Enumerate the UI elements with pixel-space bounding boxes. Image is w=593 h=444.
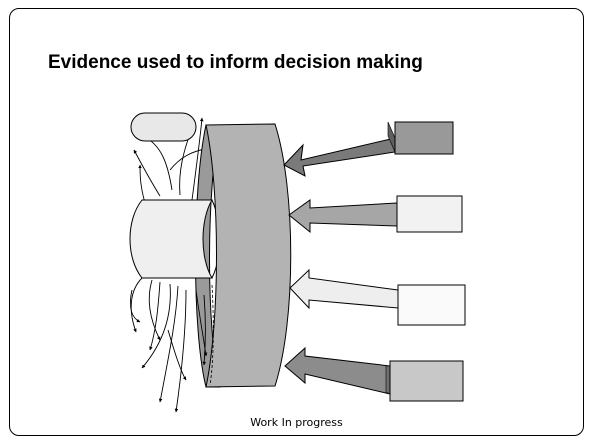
flow-line bbox=[129, 289, 141, 323]
evidence-box-4 bbox=[389, 360, 464, 402]
flow-line bbox=[141, 283, 171, 369]
lens-dashed-line bbox=[209, 284, 214, 386]
flow-line bbox=[167, 329, 187, 381]
flow-line bbox=[202, 294, 207, 366]
flow-line bbox=[191, 117, 204, 201]
evidence-box-3 bbox=[397, 284, 466, 326]
lower-flow-lines bbox=[129, 277, 208, 413]
work-in-progress-caption: Work In progress bbox=[250, 416, 343, 429]
evidence-box-1 bbox=[394, 121, 454, 155]
evidence-arrow-3 bbox=[289, 268, 399, 310]
lens-body bbox=[205, 123, 292, 388]
flow-line bbox=[174, 289, 187, 413]
evidence-box-2 bbox=[396, 195, 463, 233]
evidence-arrow-4 bbox=[284, 346, 391, 395]
evidence-arrow-1 bbox=[283, 137, 396, 177]
flow-line bbox=[142, 135, 173, 191]
flow-line bbox=[133, 149, 161, 197]
cylinder-shape bbox=[129, 199, 213, 279]
slide-border bbox=[9, 8, 584, 436]
top-pill-shape bbox=[130, 112, 197, 142]
flow-line bbox=[130, 277, 143, 333]
flow-line bbox=[158, 285, 179, 403]
flow-line bbox=[149, 281, 161, 351]
flow-line bbox=[148, 279, 161, 341]
flow-line bbox=[195, 289, 208, 357]
slide-title: Evidence used to inform decision making bbox=[48, 52, 423, 73]
evidence-arrow-4-side bbox=[385, 365, 391, 395]
evidence-arrow-2 bbox=[288, 199, 398, 234]
